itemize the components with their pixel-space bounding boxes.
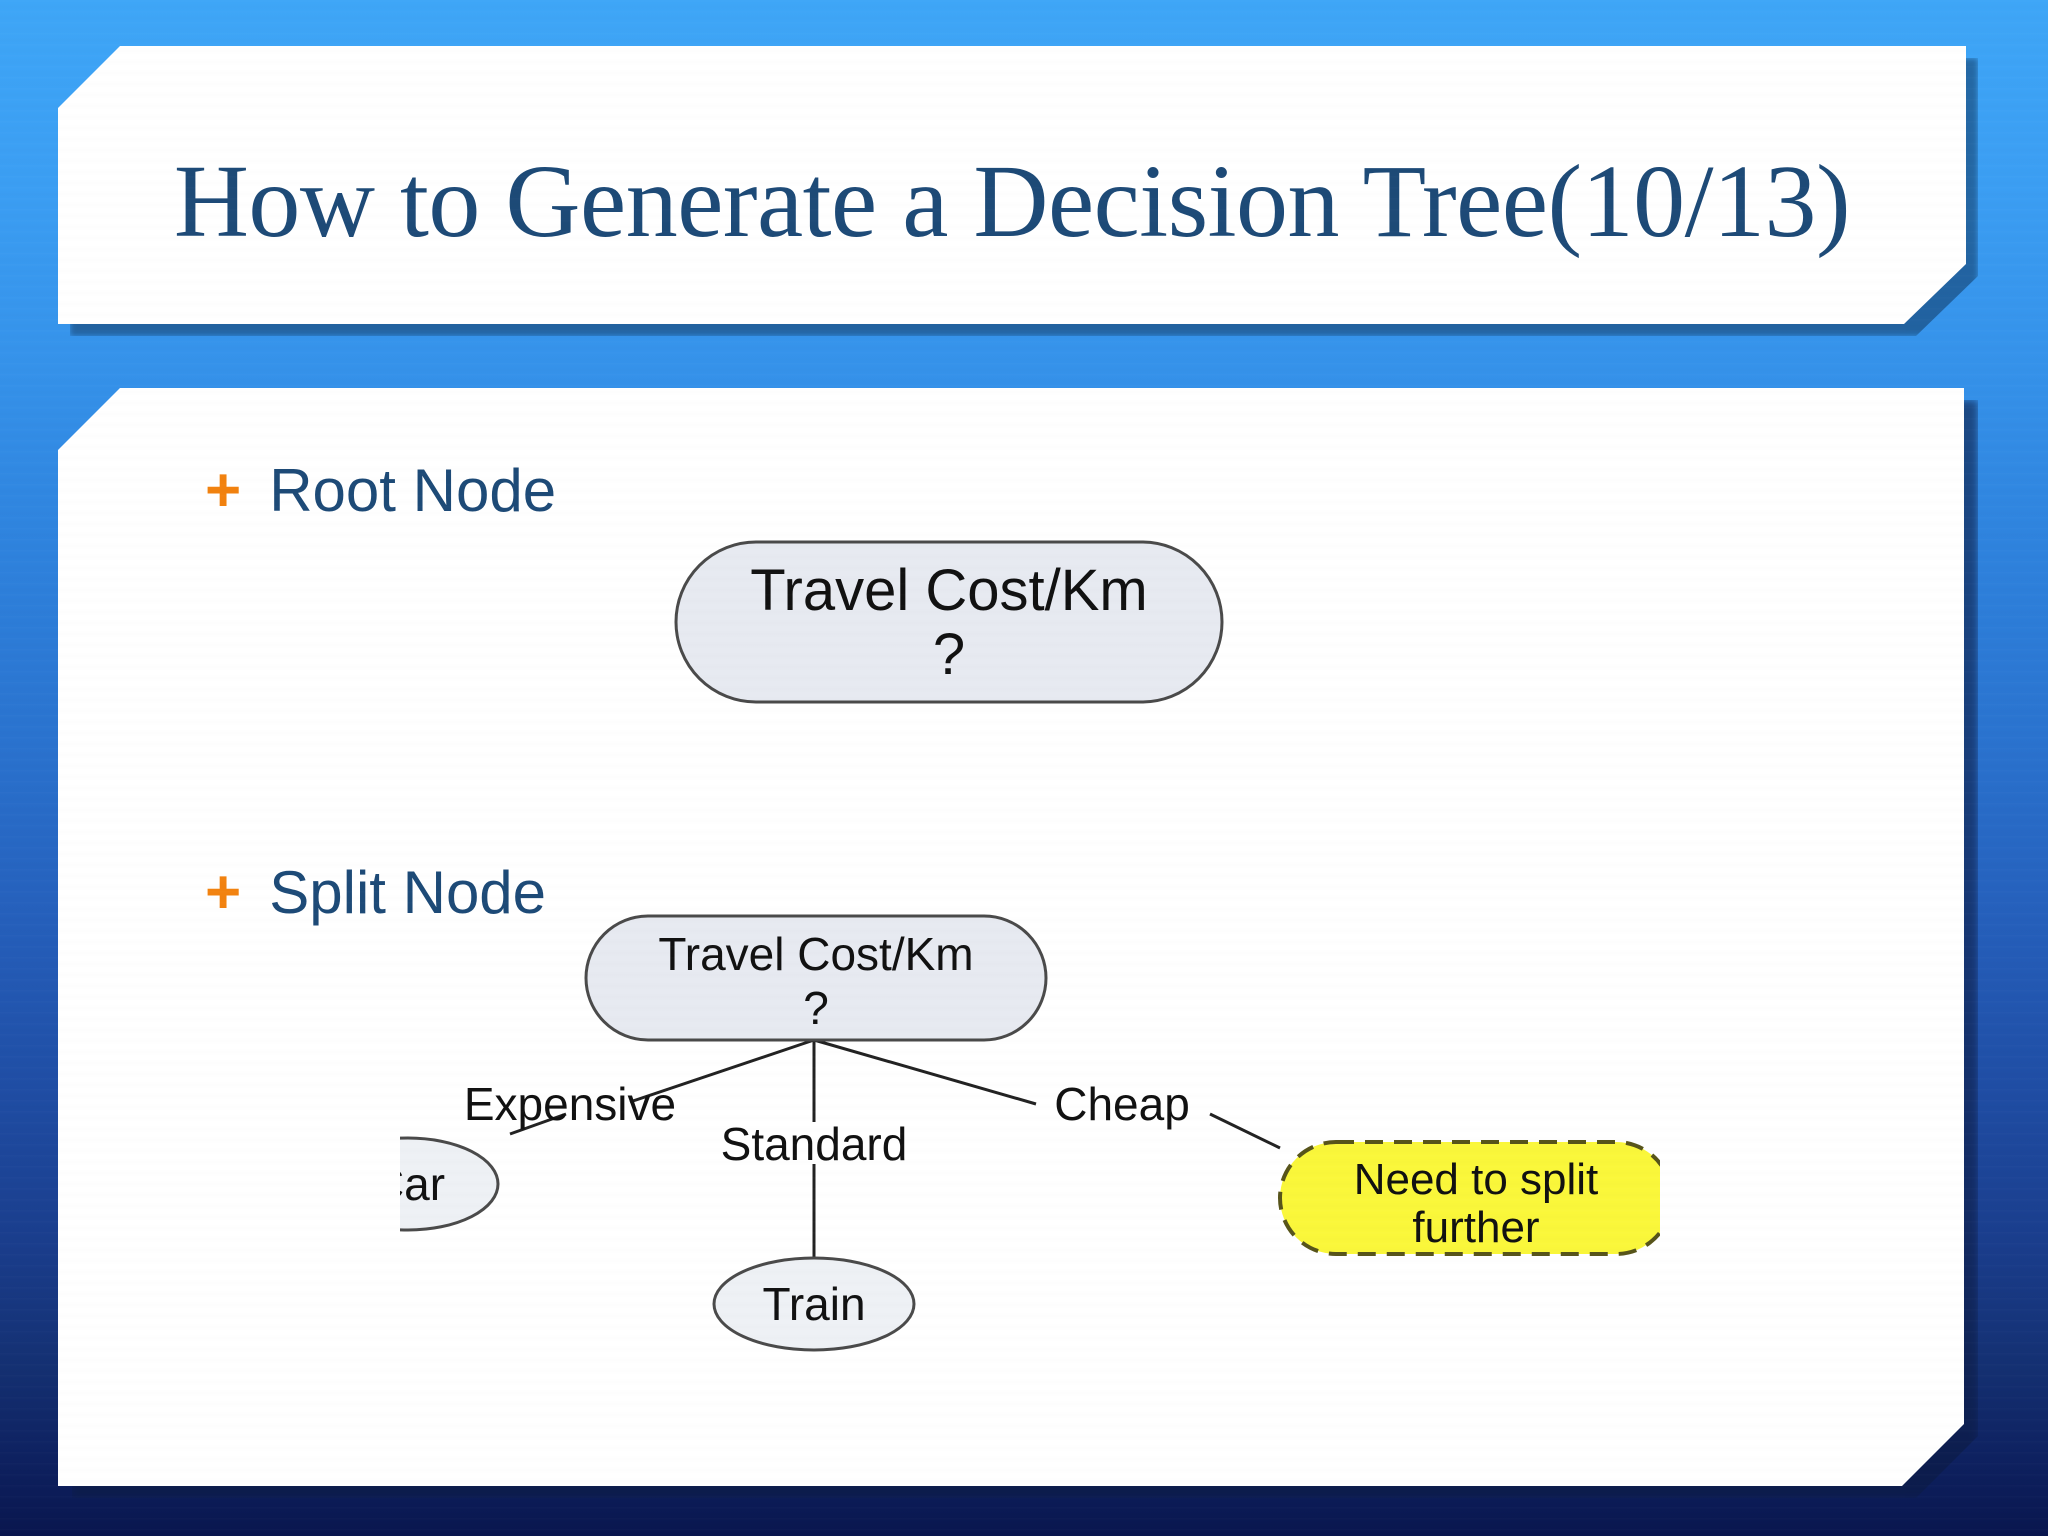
bullet-label-split-node: Split Node <box>269 859 547 926</box>
root-node-label-line2: ? <box>933 622 965 687</box>
plus-icon: + <box>205 858 242 927</box>
edge-label-standard: Standard <box>721 1118 908 1170</box>
car-ellipse <box>400 1136 500 1232</box>
leaf-label-need-to-split-line1: Need to split <box>1354 1155 1599 1204</box>
root-node-label-line1: Travel Cost/Km <box>750 558 1147 623</box>
split-root-label-line2: ? <box>803 982 829 1034</box>
train-ellipse <box>712 1256 916 1352</box>
page-title: How to Generate a Decision Tree(10/13) <box>173 144 1851 260</box>
bullet-label-root-node: Root Node <box>269 457 557 524</box>
edge-line-cheap-b <box>1209 1112 1281 1150</box>
leaf-label-train: Train <box>762 1278 865 1330</box>
edge-line-expensive-b <box>509 1112 567 1136</box>
leaf-label-car: Car <box>400 1158 445 1210</box>
plus-icon: + <box>205 456 242 525</box>
bullet-item-root-node: + Root Node <box>205 460 556 522</box>
tree-edges <box>509 1038 1281 1260</box>
title-plate: How to Generate a Decision Tree(10/13) <box>58 46 1966 324</box>
leaf-label-need-to-split-line2: further <box>1412 1203 1539 1252</box>
edge-line-expensive-a <box>629 1038 815 1104</box>
edge-line-cheap-a <box>813 1038 1037 1106</box>
bullet-item-split-node: + Split Node <box>205 862 546 924</box>
root-node-shape <box>674 540 1224 704</box>
split-root-node-shape <box>584 914 1048 1042</box>
need-to-split-node <box>1278 1140 1660 1256</box>
edge-label-cheap: Cheap <box>1054 1078 1190 1130</box>
edge-label-expensive: Expensive <box>464 1078 676 1130</box>
root-node-diagram: Travel Cost/Km ? <box>660 528 1240 718</box>
split-node-diagram: Travel Cost/Km ? Expensive Standard Chea… <box>400 912 1660 1412</box>
split-root-label-line1: Travel Cost/Km <box>658 928 973 980</box>
